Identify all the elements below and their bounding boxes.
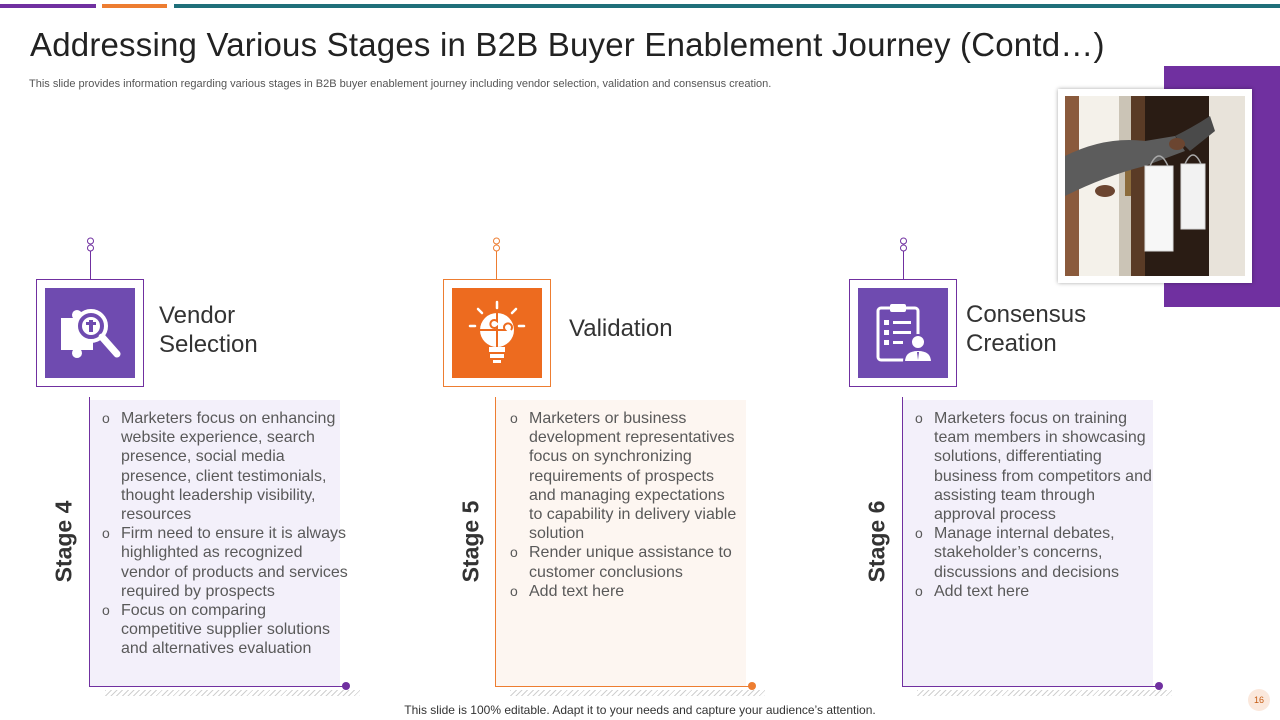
list-item: Add text here — [504, 582, 742, 601]
stage-6-end-dot — [1155, 682, 1163, 690]
stage-6-bullets: Marketers focus on training team members… — [909, 409, 1159, 601]
stage-4-bullets: Marketers focus on enhancing website exp… — [96, 409, 348, 659]
stage-5-title: Validation — [569, 314, 673, 343]
stage-4-left-line — [89, 397, 90, 687]
stage-5-bottom-line — [495, 686, 752, 687]
stage-5-bullets: Marketers or business development repres… — [504, 409, 742, 601]
stage-4-icon-frame — [36, 279, 144, 387]
lightbulb-puzzle-icon — [468, 300, 526, 363]
stage-4-title-line2: Selection — [159, 331, 258, 358]
slide-title: Addressing Various Stages in B2B Buyer E… — [30, 26, 1105, 63]
stage-6-icon-tile — [858, 288, 948, 378]
stage-5-icon-frame — [443, 279, 551, 387]
page-number: 16 — [1248, 689, 1270, 711]
clipboard-person-icon — [876, 304, 934, 363]
stage-6-title-line1: Consensus — [966, 301, 1087, 328]
list-item: Focus on comparing competitive supplier … — [96, 601, 348, 659]
delivery-photo — [1065, 96, 1245, 276]
slide-subtitle: This slide provides information regardin… — [29, 78, 772, 90]
stage-4-bottom-line — [89, 686, 346, 687]
stage-6-left-line — [902, 397, 903, 687]
list-item: Marketers focus on enhancing website exp… — [96, 409, 348, 524]
stage-4-hatch — [105, 690, 360, 696]
stage-6-bottom-line — [902, 686, 1159, 687]
stage-5-label: Stage 5 — [457, 500, 484, 583]
list-item: Firm need to ensure it is always highlig… — [96, 524, 348, 601]
list-item: Manage internal debates, stakeholder’s c… — [909, 524, 1159, 582]
stage-6-hatch — [917, 690, 1172, 696]
stage-5-hatch — [510, 690, 765, 696]
stage-4-title-line1: Vendor — [159, 302, 236, 329]
stage-4-end-dot — [342, 682, 350, 690]
stage-6-icon-frame — [849, 279, 957, 387]
stage-4-icon-tile — [45, 288, 135, 378]
list-item: Render unique assistance to customer con… — [504, 543, 742, 581]
stage-4-connector — [86, 237, 95, 279]
stage-5-title-line1: Validation — [569, 315, 673, 342]
stage-6-label: Stage 6 — [863, 500, 890, 583]
list-item: Marketers or business development repres… — [504, 409, 742, 543]
stage-6-title: Consensus Creation — [966, 300, 1086, 358]
list-item: Add text here — [909, 582, 1159, 601]
stage-5-connector — [492, 237, 501, 279]
top-accent-bar-orange — [102, 4, 167, 8]
stage-6-title-line2: Creation — [966, 330, 1057, 357]
stage-4-label: Stage 4 — [50, 500, 77, 583]
stage-5-icon-tile — [452, 288, 542, 378]
stage-5-end-dot — [748, 682, 756, 690]
top-accent-bar-teal — [174, 4, 1280, 8]
stage-6-connector — [899, 237, 908, 279]
stage-5-left-line — [495, 397, 496, 687]
footer-note: This slide is 100% editable. Adapt it to… — [404, 703, 876, 717]
stage-4-title: Vendor Selection — [159, 301, 258, 359]
top-accent-bar-purple — [0, 4, 96, 8]
list-item: Marketers focus on training team members… — [909, 409, 1159, 524]
magnifier-puzzle-icon — [61, 309, 121, 358]
